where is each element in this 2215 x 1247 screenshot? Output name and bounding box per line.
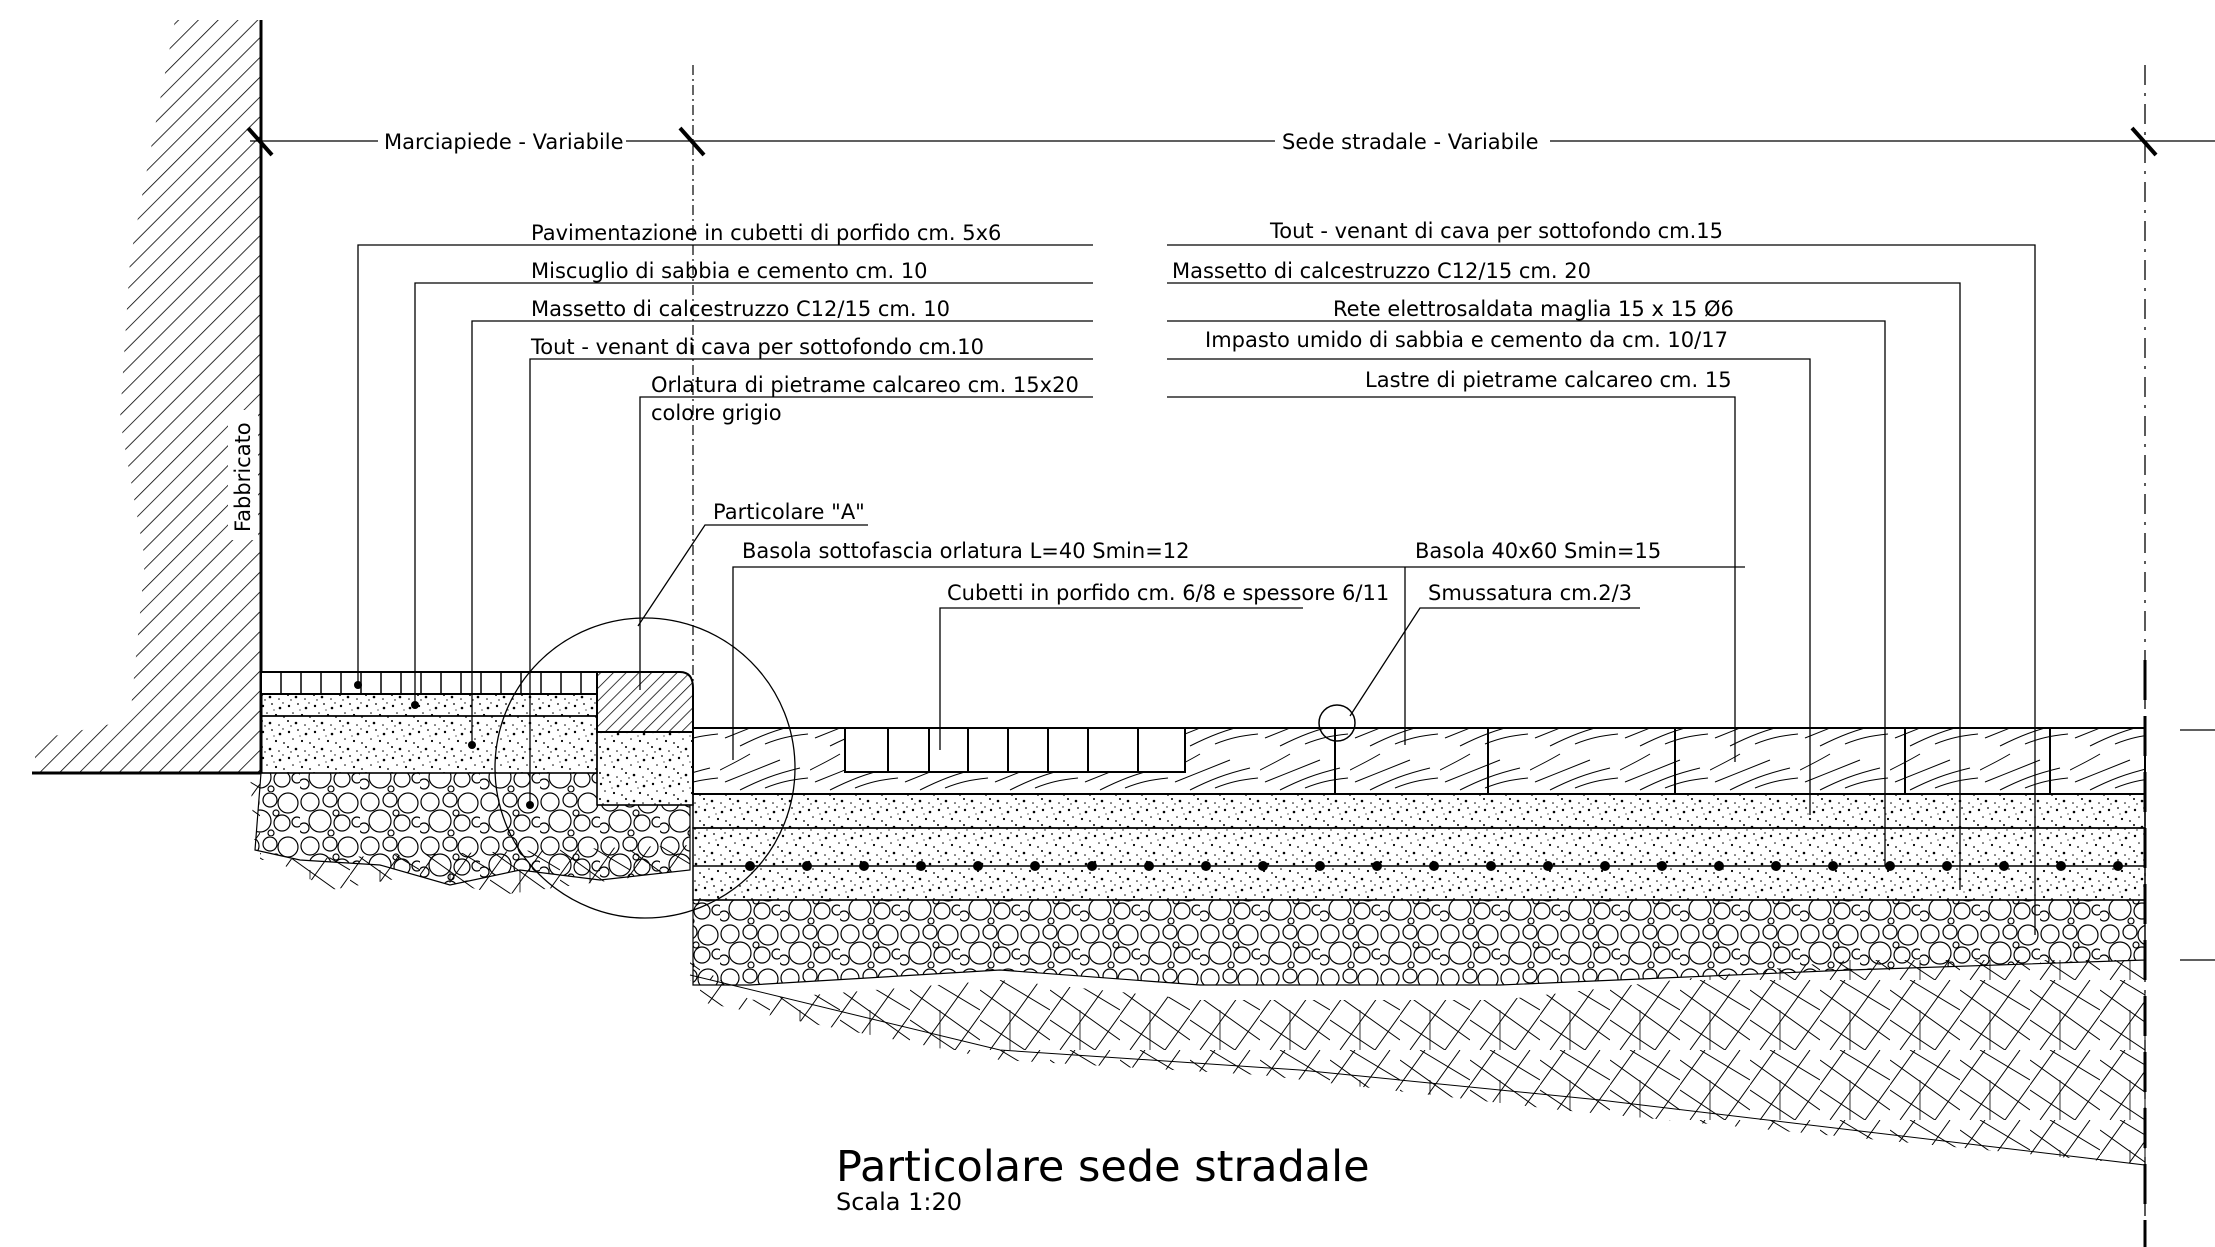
detail-a-circle	[494, 617, 796, 919]
mesh-bar	[859, 861, 869, 871]
label-basola: Basola 40x60 Smin=15	[1415, 539, 1661, 563]
drawing-scale: Scala 1:20	[836, 1188, 962, 1216]
mesh-bar	[1714, 861, 1724, 871]
mesh-bar	[1372, 861, 1382, 871]
label-concrete-slab: Massetto di calcestruzzo C12/15 cm. 10	[531, 297, 950, 321]
mesh-bar	[802, 861, 812, 871]
welded-mesh-bars	[745, 861, 2123, 871]
label-curb: Orlatura di pietrame calcareo cm. 15x20	[651, 373, 1079, 397]
porphyry-cubes-sidewalk	[260, 671, 598, 695]
label-sand-cement-mix: Miscuglio di sabbia e cemento cm. 10	[531, 259, 928, 283]
dimension-roadway: Sede stradale - Variabile	[1282, 130, 1539, 154]
label-concrete-slab-road: Massetto di calcestruzzo C12/15 cm. 20	[1172, 259, 1591, 283]
label-tout-venant-road: Tout - venant di cava per sottofondo cm.…	[1269, 219, 1723, 243]
label-sand-cement-bed: Impasto umido di sabbia e cemento da cm.…	[1205, 328, 1728, 352]
sand-cement-bed	[692, 793, 2146, 829]
dimension-sidewalk: Marciapiede - Variabile	[384, 130, 624, 154]
concrete-slab-road	[692, 827, 2146, 901]
porphyry-cubes-road	[844, 727, 1186, 773]
mesh-bar	[1030, 861, 1040, 871]
sand-cement-sidewalk	[260, 693, 598, 717]
mesh-bar	[1942, 861, 1952, 871]
mesh-bar	[1201, 861, 1211, 871]
mesh-bar	[1771, 861, 1781, 871]
label-detail-a: Particolare "A"	[713, 500, 865, 524]
mesh-bar	[1429, 861, 1439, 871]
mesh-bar	[1543, 861, 1553, 871]
label-porphyry-cubes: Pavimentazione in cubetti di porfido cm.…	[531, 221, 1001, 245]
building-label: Fabbricato	[231, 422, 255, 532]
label-tout-venant: Tout - venant di cava per sottofondo cm.…	[530, 335, 984, 359]
mesh-bar	[1144, 861, 1154, 871]
mesh-bar	[1258, 861, 1268, 871]
mesh-bar	[1999, 861, 2009, 871]
mesh-bar	[1600, 861, 1610, 871]
concrete-slab-sidewalk	[260, 715, 598, 774]
mesh-bar	[1657, 861, 1667, 871]
bevel-circle	[1318, 704, 1356, 742]
mesh-bar	[1828, 861, 1838, 871]
mesh-bar	[1087, 861, 1097, 871]
mesh-bar	[745, 861, 755, 871]
mesh-bar	[916, 861, 926, 871]
label-basola-orlatura: Basola sottofascia orlatura L=40 Smin=12	[742, 539, 1190, 563]
label-curb-color: colore grigio	[651, 401, 782, 425]
mesh-bar	[1885, 861, 1895, 871]
curb-stone	[596, 671, 694, 733]
label-smussatura: Smussatura cm.2/3	[1428, 581, 1632, 605]
mesh-bar	[1315, 861, 1325, 871]
mesh-bar	[2113, 861, 2123, 871]
drawing-title: Particolare sede stradale	[836, 1142, 1370, 1192]
label-limestone-slabs: Lastre di pietrame calcareo cm. 15	[1365, 368, 1732, 392]
mesh-bar	[1486, 861, 1496, 871]
mesh-bar	[973, 861, 983, 871]
label-cubetti-porfido: Cubetti in porfido cm. 6/8 e spessore 6/…	[947, 581, 1389, 605]
label-welded-mesh: Rete elettrosaldata maglia 15 x 15 Ø6	[1333, 297, 1734, 321]
curb-base	[596, 731, 694, 806]
mesh-bar	[2056, 861, 2066, 871]
building-wall	[35, 20, 261, 773]
